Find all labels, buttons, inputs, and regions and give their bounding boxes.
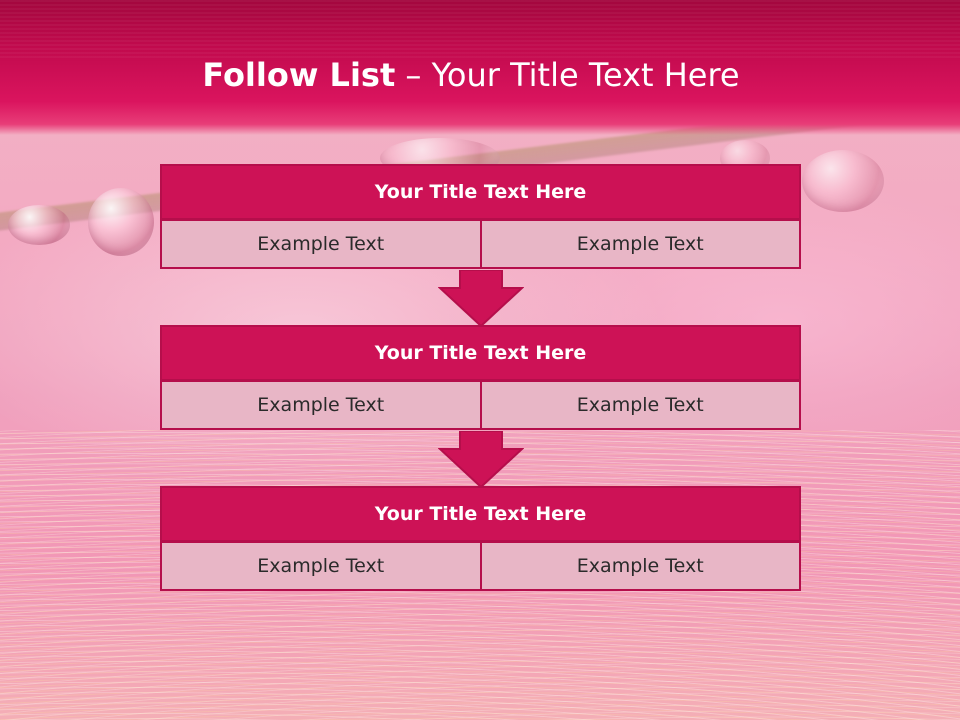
step-block-2: Your Title Text Here Example Text Exampl… [160, 325, 801, 430]
slide-title: Follow List – Your Title Text Here [0, 56, 942, 94]
water-droplet [88, 188, 154, 256]
step-cell-right: Example Text [479, 380, 801, 430]
header-band [0, 0, 960, 135]
step-title: Your Title Text Here [160, 486, 801, 542]
step-title: Your Title Text Here [160, 325, 801, 381]
step-row: Example Text Example Text [160, 380, 801, 430]
water-droplet [802, 150, 884, 212]
step-cell-left: Example Text [160, 380, 482, 430]
header-texture [0, 0, 960, 60]
step-block-1: Your Title Text Here Example Text Exampl… [160, 164, 801, 269]
slide-title-rest: – Your Title Text Here [395, 56, 740, 94]
water-droplet [8, 205, 70, 245]
step-cell-left: Example Text [160, 541, 482, 591]
down-arrow-icon [438, 431, 524, 489]
step-title: Your Title Text Here [160, 164, 801, 220]
step-block-3: Your Title Text Here Example Text Exampl… [160, 486, 801, 591]
step-cell-left: Example Text [160, 219, 482, 269]
slide-title-bold: Follow List [202, 56, 396, 94]
step-row: Example Text Example Text [160, 219, 801, 269]
step-cell-right: Example Text [479, 541, 801, 591]
down-arrow-icon [438, 270, 524, 328]
step-cell-right: Example Text [479, 219, 801, 269]
step-row: Example Text Example Text [160, 541, 801, 591]
